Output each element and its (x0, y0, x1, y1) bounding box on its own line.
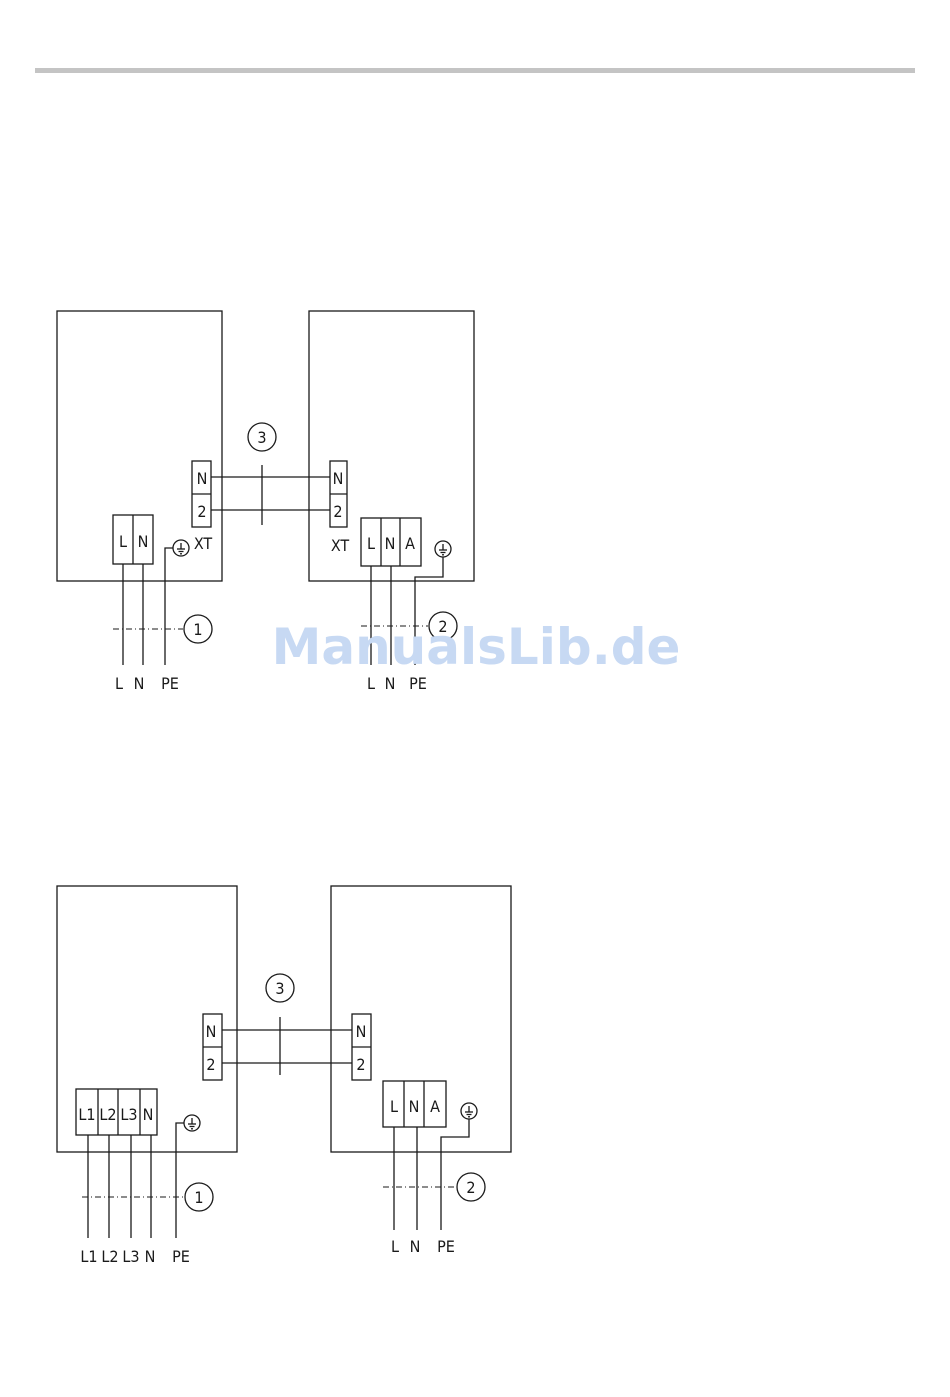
xt-terminal-label: N (206, 1022, 217, 1041)
terminal-label: L (119, 532, 127, 551)
supply-label: L (391, 1237, 399, 1256)
supply-label: L (367, 674, 375, 693)
supply-label: L (115, 674, 123, 693)
supply-label: PE (172, 1247, 190, 1266)
terminal-label: L (367, 534, 375, 553)
xt-label: XT (194, 534, 213, 553)
svg-text:1: 1 (194, 1188, 203, 1207)
terminal-label: A (430, 1097, 440, 1116)
outdoor-unit-box (331, 886, 511, 1152)
supply-label: N (134, 674, 145, 693)
terminal-label: L (390, 1097, 398, 1116)
svg-text:1: 1 (193, 620, 202, 639)
xt-terminal-label: 2 (206, 1055, 215, 1074)
terminal-label: N (143, 1105, 154, 1124)
xt-terminal-label: 2 (356, 1055, 365, 1074)
supply-label: N (410, 1237, 421, 1256)
earth-ground-icon (435, 541, 451, 557)
earth-ground-icon (184, 1115, 200, 1131)
terminal-label: L1 (78, 1105, 95, 1124)
terminal-label: L3 (120, 1105, 137, 1124)
xt-terminal-label: 2 (197, 502, 206, 521)
svg-text:2: 2 (466, 1178, 475, 1197)
svg-text:3: 3 (257, 428, 266, 447)
xt-terminal-label: N (356, 1022, 367, 1041)
diagram-bottom: L1 L2 L3 N N 2 1 L1 L2 L3 N PE 3 N (57, 886, 511, 1266)
terminal-label: N (385, 534, 396, 553)
supply-label: PE (437, 1237, 455, 1256)
earth-ground-icon (461, 1103, 477, 1119)
supply-label: N (145, 1247, 156, 1266)
xt-terminal-label: 2 (333, 502, 342, 521)
xt-terminal-label: N (333, 469, 344, 488)
terminal-label: N (409, 1097, 420, 1116)
supply-label: PE (409, 674, 427, 693)
supply-label: L3 (122, 1247, 139, 1266)
xt-terminal-label: N (197, 469, 208, 488)
watermark: ManualsLib.de (272, 618, 681, 676)
terminal-label: L2 (99, 1105, 116, 1124)
supply-label: L1 (80, 1247, 97, 1266)
supply-label: L2 (101, 1247, 118, 1266)
earth-ground-icon (173, 540, 189, 556)
supply-label: PE (161, 674, 179, 693)
terminal-label: A (405, 534, 415, 553)
svg-text:3: 3 (275, 979, 284, 998)
supply-label: N (385, 674, 396, 693)
xt-label: XT (331, 536, 350, 555)
terminal-label: N (138, 532, 149, 551)
